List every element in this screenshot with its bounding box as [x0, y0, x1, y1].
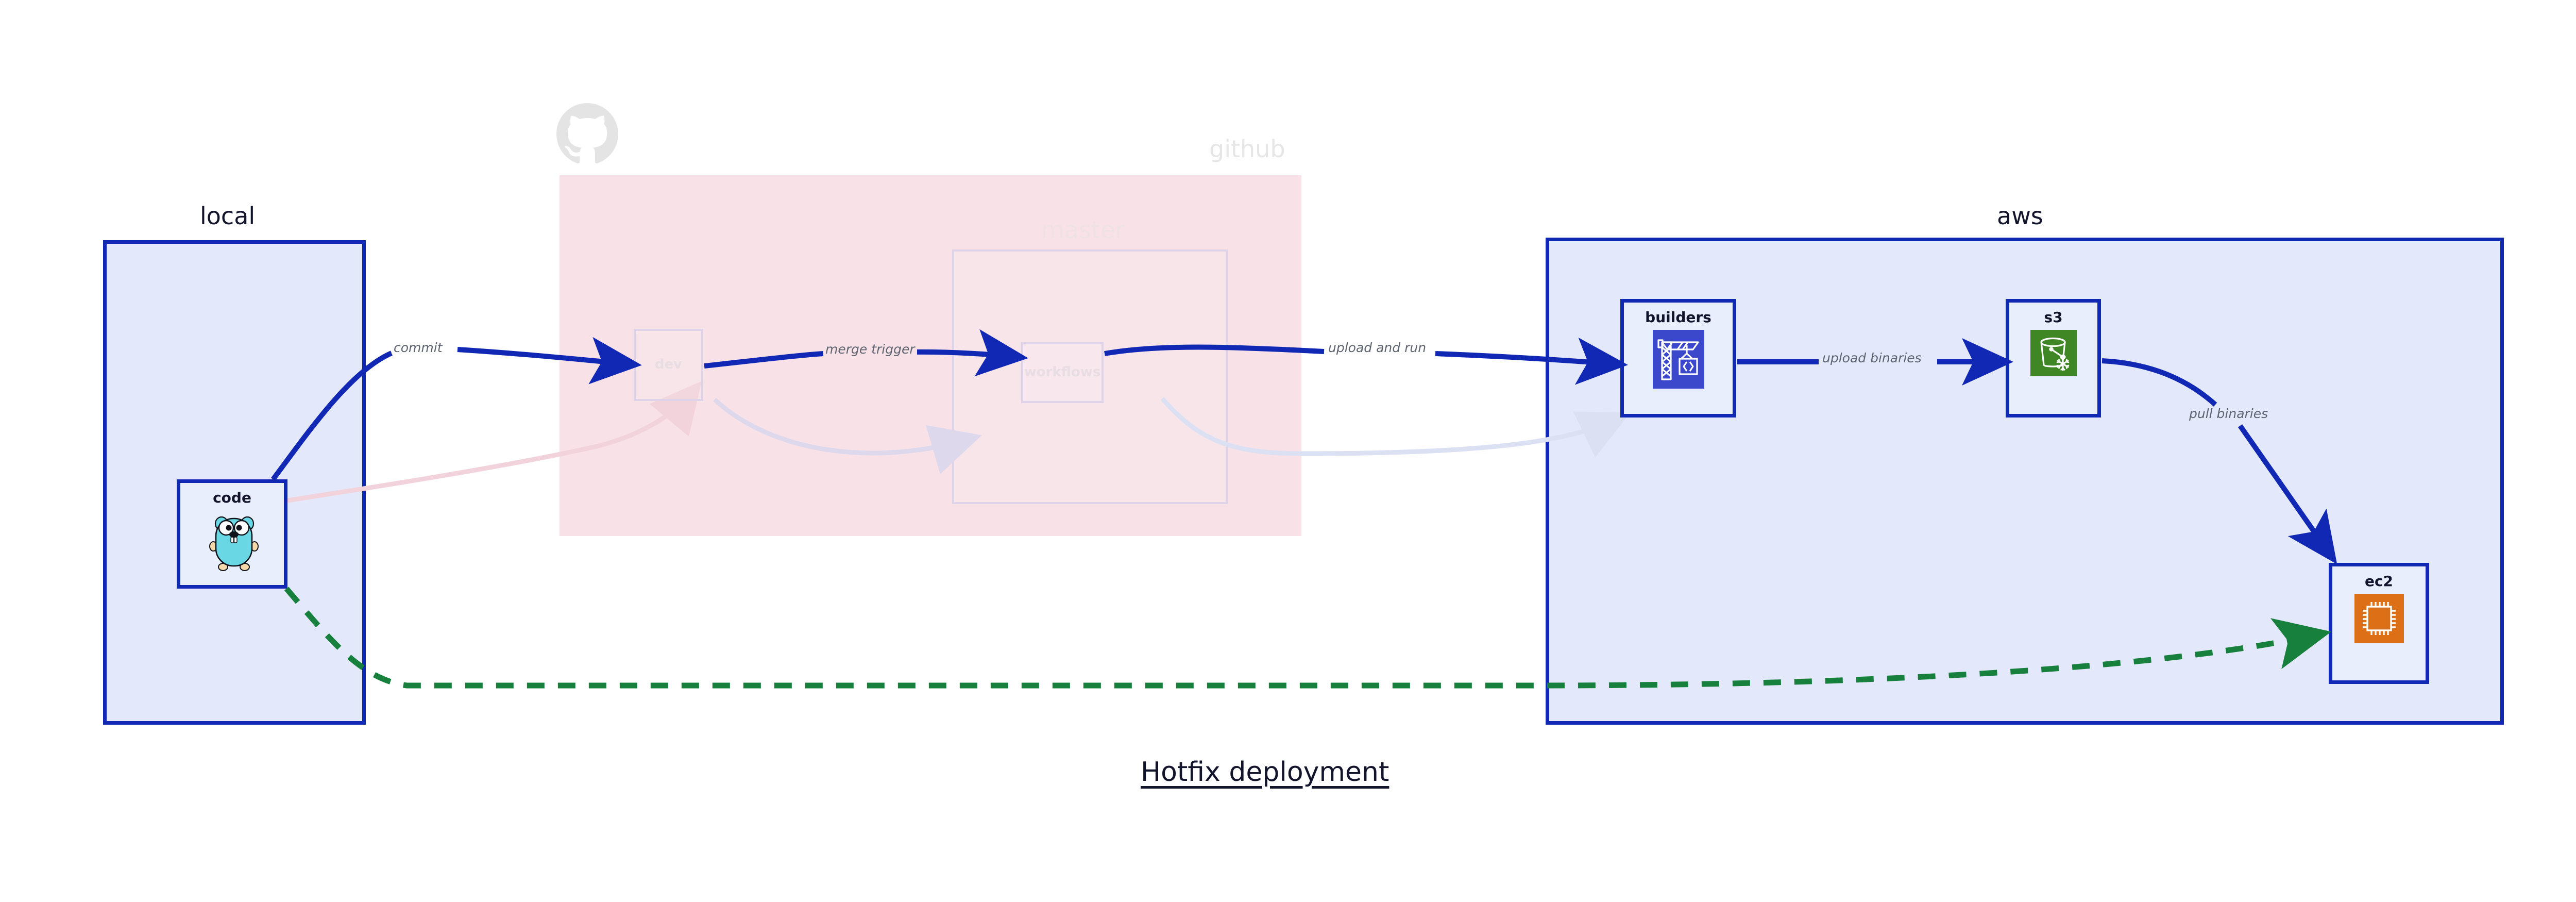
cluster-label-aws: aws	[1997, 202, 2043, 230]
cluster-label-master: master	[1041, 216, 1125, 244]
cluster-label-local: local	[200, 202, 256, 230]
node-s3-label: s3	[2044, 309, 2063, 326]
node-dev[interactable]: dev	[634, 329, 703, 401]
edge-label-merge-trigger: merge trigger	[823, 343, 917, 356]
node-workflows[interactable]: workflows	[1021, 342, 1104, 403]
edge-label-commit: commit	[392, 341, 445, 354]
cluster-master	[952, 249, 1228, 504]
edge-label-pull-binaries: pull binaries	[2187, 407, 2270, 420]
node-ec2-label: ec2	[2364, 573, 2394, 590]
node-dev-label: dev	[654, 357, 683, 373]
node-code[interactable]: code	[177, 479, 287, 589]
node-workflows-label: workflows	[1024, 364, 1101, 380]
edge-label-upload-and-run: upload and run	[1326, 341, 1429, 354]
aws-s3-glacier-bucket-icon	[2030, 330, 2077, 378]
aws-codebuild-crane-icon	[1652, 330, 1704, 391]
node-ec2[interactable]: ec2	[2329, 563, 2429, 684]
page-title: Hotfix deployment	[1141, 757, 1389, 788]
node-code-label: code	[213, 489, 251, 506]
edge-label-upload-binaries: upload binaries	[1820, 352, 1924, 364]
go-gopher-icon	[205, 510, 260, 573]
cluster-label-github: github	[1209, 135, 1285, 163]
github-octocat-icon	[556, 103, 618, 165]
node-builders-label: builders	[1645, 309, 1711, 326]
node-s3[interactable]: s3	[2006, 299, 2101, 417]
aws-ec2-chip-icon	[2354, 594, 2404, 645]
node-builders[interactable]: builders	[1620, 299, 1736, 417]
